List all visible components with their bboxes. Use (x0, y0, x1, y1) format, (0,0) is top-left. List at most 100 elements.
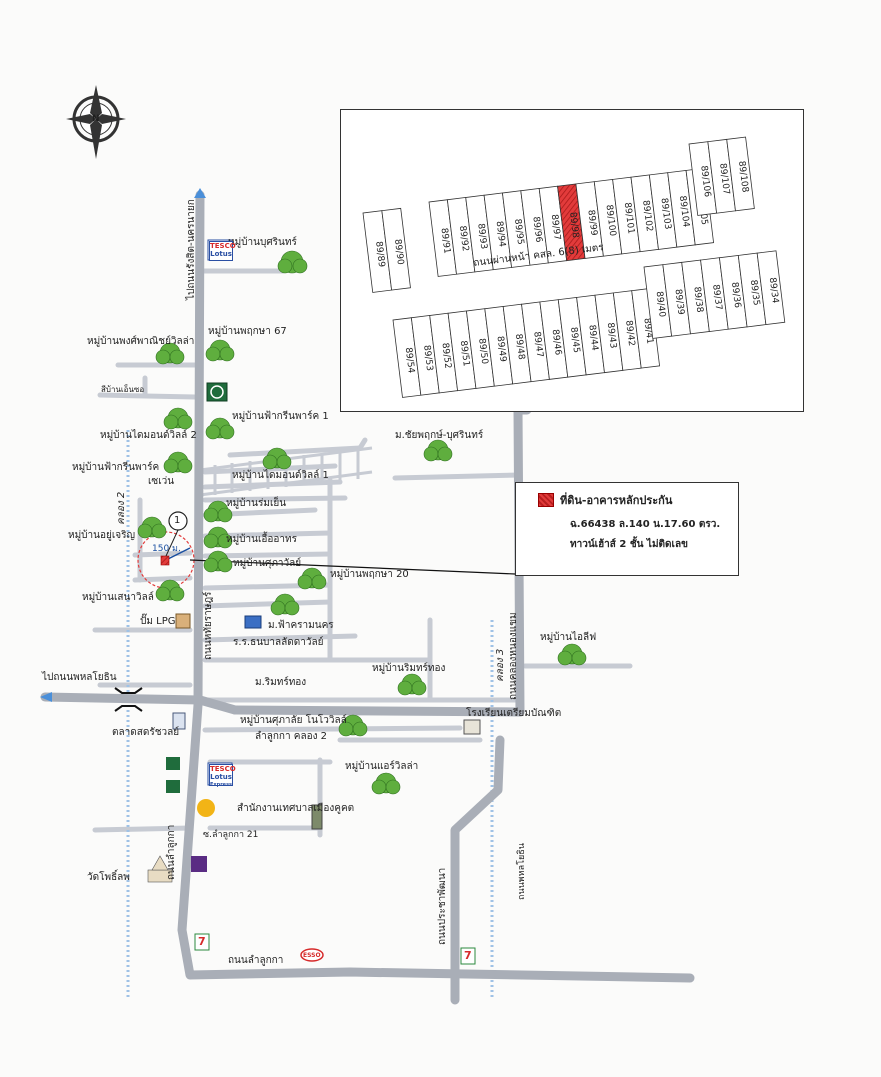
label-road-west: ไปถนนพหลโยธิน (42, 672, 117, 683)
esso-logo: ESSO (303, 952, 321, 959)
plot-label: 89/50 (476, 338, 489, 365)
label-road-lamlukka-bottom: ถนนลำลูกกา (228, 955, 284, 966)
tesco-lotus-logo: TESCO Lotus (209, 241, 236, 261)
label-road-lamlukka: ถนนลำลูกกา (166, 824, 177, 880)
label-village: หมู่บ้านแอร์วิลล่า (345, 761, 419, 772)
legend-title: ที่ดิน-อาคารหลักประกัน (560, 494, 673, 507)
label-soi: ซ.ลำลูกกา 21 (203, 830, 259, 840)
legend-swatch-icon (538, 493, 554, 507)
label-school: ร.ร.ธนบาลลัดดาวัลย์ (233, 637, 324, 648)
seven-eleven-logo: 7 (464, 949, 472, 962)
plot-label: 89/47 (531, 331, 544, 358)
plot-label: 89/38 (691, 286, 704, 313)
tesco-logo-text: TESCO (210, 242, 236, 250)
plot-label: 89/104 (677, 195, 691, 228)
label-village: หมู่บ้านพฤกษา 20 (330, 569, 409, 580)
compass-icon (66, 85, 126, 159)
plot-label: 89/44 (586, 324, 599, 351)
label-village: หมู่บ้านริมทร์ทอง (372, 663, 446, 674)
label-village: หมู่บ้านบุศรินทร์ (228, 237, 297, 248)
label-office: สำนักงานเทศบาลเมืองคูคต (237, 803, 355, 814)
plot-label: 89/91 (439, 227, 452, 254)
label-market: ตลาดสดรัชวลย์ (112, 727, 180, 738)
label-road-east: ถนนคลองหนองแขม (508, 612, 519, 700)
label-village: หมู่บ้านไอลีฟ (540, 632, 597, 643)
lotus-logo-text: Lotus (210, 773, 232, 781)
label-village: หมู่บ้านไดมอนด์วิลล์ 1 (232, 470, 329, 481)
label-seven-eleven: เซเว่น (148, 476, 175, 487)
plot-label: 89/46 (550, 329, 563, 356)
label-village: หมู่บ้านอยู่เจริญ (68, 530, 136, 541)
legend-deed-info: ฉ.66438 ล.140 น.17.60 ตรว. (570, 519, 721, 530)
plot-label: 89/53 (421, 345, 434, 372)
label-village: หมู่บ้านศุภาลัย โนโววิลล์ (240, 715, 347, 726)
plot-label: 89/96 (530, 216, 543, 243)
plot-label: 89/36 (729, 282, 742, 309)
label-village: ม.ชัยพฤกษ์-บุศรินทร์ (395, 430, 484, 441)
plot-label: 89/107 (717, 163, 731, 196)
plot-label: 89/54 (403, 347, 416, 374)
label-road-pracha: ถนนประชาพัฒนา (437, 867, 448, 945)
label-canal-3: คลอง 3 (495, 648, 506, 682)
label-school: โรงเรียนเตรียมบัณฑิต (466, 708, 562, 719)
label-village: หมู่บ้านพงศ์พาณิชย์วิลล่า (87, 336, 195, 347)
inset-plot-plan: 89/89 89/90 89/91 89/92 89/93 89/94 89/95 89/96… (340, 109, 804, 412)
label-village: หมู่บ้านพฤกษา 67 (208, 326, 287, 337)
label-road-nongkhaem: ถนนพหลโยธิน (517, 843, 527, 900)
plot-label: 89/89 (373, 241, 386, 268)
tesco-lotus-logo: TESCO Lotus Express (209, 764, 236, 788)
compass-north-label: N (92, 114, 100, 124)
express-logo-text: Express (210, 782, 233, 788)
plot-label: 89/95 (512, 218, 525, 245)
plot-label: 89/34 (767, 277, 780, 304)
plot-label: 89/35 (748, 279, 761, 306)
label-village: ม.ริมทร์ทอง (255, 677, 307, 688)
tesco-logo-text: TESCO (210, 765, 236, 773)
plot-label: 89/40 (654, 291, 667, 318)
plot-label: 89/42 (623, 320, 636, 347)
label-village: หมู่บ้านศุภาวัลย์ (233, 558, 302, 569)
plot-label: 89/108 (736, 160, 750, 193)
plot-label: 89/52 (439, 342, 452, 369)
legend-building-info: ทาวน์เฮ้าส์ 2 ชั้น ไม่ติดเลข (570, 539, 688, 550)
plot-label: 89/51 (458, 340, 471, 367)
plot-label: 89/39 (672, 289, 685, 316)
plot-label: 89/43 (605, 322, 618, 349)
plot-label: 89/37 (710, 284, 723, 311)
plot-label: 89/90 (392, 238, 405, 265)
plot-label: 89/100 (603, 204, 617, 237)
label-gas-station: ปั๊ม LPG (140, 616, 176, 627)
label-area: ลำลูกกา คลอง 2 (255, 731, 328, 742)
plot-label: 89/102 (640, 200, 654, 233)
plot-label: 89/103 (659, 197, 673, 230)
plot-label: 89/106 (698, 165, 712, 198)
label-road-north: ไปถนนรังสิต-นครนายก (186, 199, 197, 300)
legend: ที่ดิน-อาคารหลักประกัน ฉ.66438 ล.140 น.1… (515, 482, 739, 576)
label-village: หมู่บ้านไดมอนด์วิลล์ 2 (100, 430, 197, 441)
plot-label: 89/98 (567, 212, 580, 239)
label-village: หมู่บ้านร่มเย็น (226, 498, 287, 509)
label-village: หมู่บ้านเสนาวิลล์ (82, 592, 154, 603)
label-canal-2: คลอง 2 (116, 491, 127, 525)
label-temple: วัดโพธิ์ลพ (87, 872, 130, 883)
plot-label: 89/94 (494, 221, 507, 248)
plot-cell (381, 207, 411, 291)
plot-label: 89/93 (475, 223, 488, 250)
label-village: หมู่บ้านเอื้ออาทร (226, 534, 297, 545)
plot-label: 89/97 (549, 214, 562, 241)
plot-label: 89/92 (457, 225, 470, 252)
plot-label: 89/45 (568, 327, 581, 354)
marker-number: 1 (174, 515, 181, 526)
plot-label: 89/99 (585, 209, 598, 236)
label-road-main: ถนนหทัยราษฎร์ (203, 591, 214, 660)
lotus-logo-text: Lotus (210, 250, 232, 258)
label-village: หมู่บ้านฟ้ากรีนพาร์ค (72, 462, 160, 473)
plot-cell (756, 250, 786, 326)
seven-eleven-logo: 7 (198, 935, 206, 948)
plot-label: 89/49 (495, 336, 508, 363)
plot-label: 89/101 (622, 202, 636, 235)
plot-layout: 89/89 89/90 89/91 89/92 89/93 89/94 89/95 89/96… (362, 136, 786, 398)
label-village: ม.ฟ้าครามนคร (268, 620, 334, 631)
plot-cell (726, 136, 755, 212)
